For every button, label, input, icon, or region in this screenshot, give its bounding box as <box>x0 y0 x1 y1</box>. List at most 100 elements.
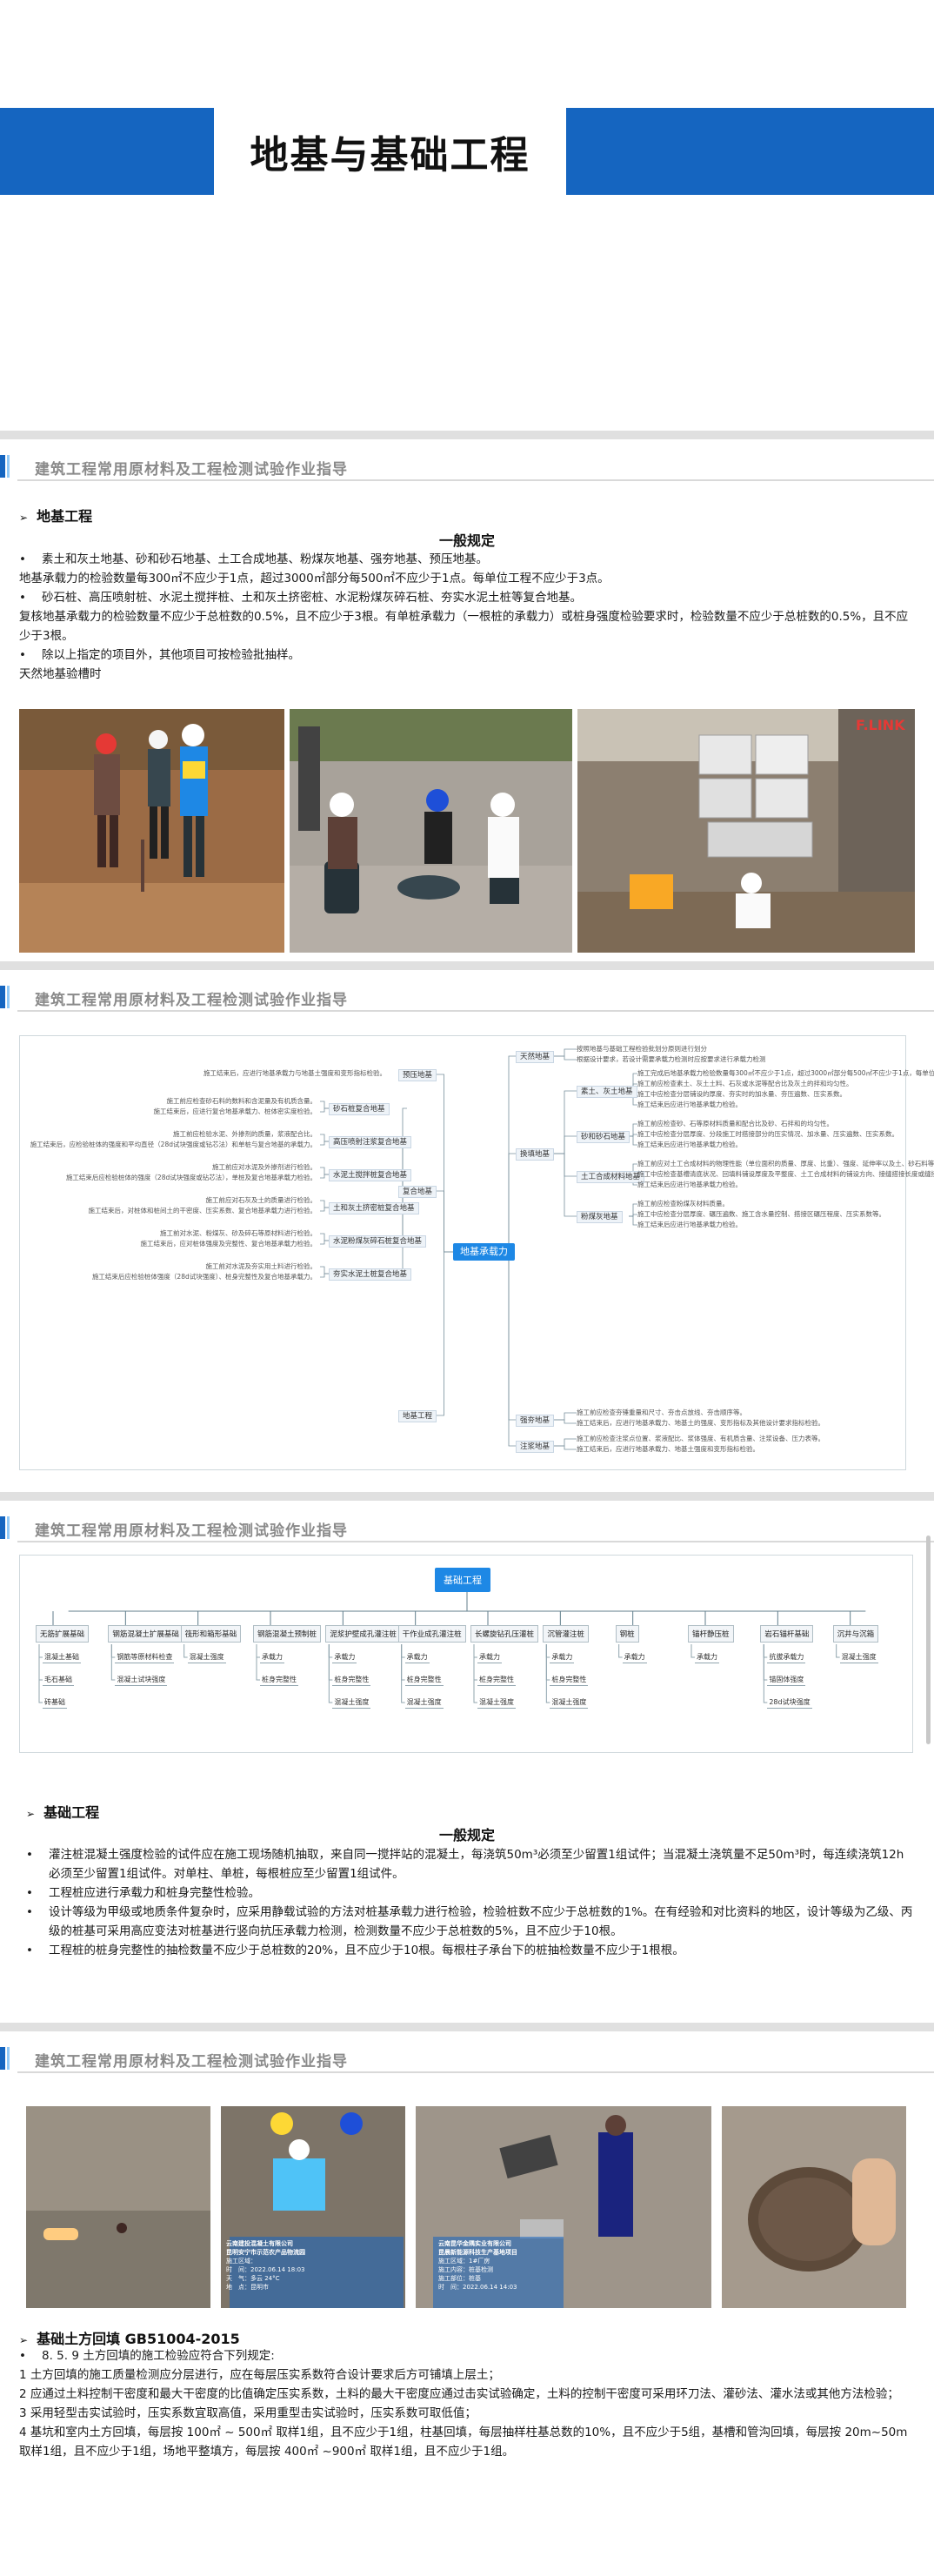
mindmap-branch: 天然地基 <box>516 1051 555 1063</box>
text-line-content: 3 采用轻型击实试验时，压实系数宜取高值，采用重型击实试验时，压实系数可取低值； <box>19 2406 477 2420</box>
mindmap-leaf: 按照地基与基础工程检验批划分原则进行划分 <box>577 1045 707 1053</box>
connector-line <box>552 1412 577 1421</box>
mindmap-group: 砂石桩复合地基 <box>329 1103 390 1115</box>
core-sample-photo <box>722 2106 906 2308</box>
mindmap-leaf: 施工前应检查粉煤灰材料质量。 <box>637 1200 729 1208</box>
text-line: 4 基坑和室内土方回填，每层按 100㎡ ~ 500㎡ 取样1组，且不应少于1组… <box>19 2423 915 2461</box>
tree-branch: 岩石锚杆基础 <box>760 1625 814 1643</box>
soil-sample-photo <box>26 2106 210 2308</box>
text-line-content: 工程桩应进行承载力和桩身完整性检验。 <box>49 1886 260 1900</box>
mindmap-group: 水泥粉煤灰碎石桩复合地基 <box>329 1235 427 1248</box>
text-line: 地基承载力的检验数量每300㎡不应少于1点，超过3000㎡部分每500㎡不应少于… <box>19 569 915 588</box>
subtitle: 一般规定 <box>438 1827 495 1843</box>
tree-leaf-line <box>183 1644 188 1658</box>
tree-leaf: 桩身完整性 <box>332 1674 371 1686</box>
mindmap-leaf: 施工中应检查分层厚度、碾压遍数、施工含水量控制、搭接区碾压程度、压实系数等。 <box>637 1210 885 1218</box>
mindmap-group: 夯实水泥土桩复合地基 <box>329 1268 412 1281</box>
text-line-content: 设计等级为甲级或地质条件复杂时，应采用静载试验的方法对桩基承载力进行检验，检验桩… <box>49 1905 913 1938</box>
arrow-right-icon: ➢ <box>26 1808 36 1820</box>
photo-caption: 云南昆华金隅实业有限公司 昆晨新能源科技生产基地项目 施工区域：1#厂房 施工内… <box>433 2237 564 2308</box>
mindmap-leaf: 施工前应对水泥及外掺剂进行检验。 <box>212 1163 317 1171</box>
text-line: •设计等级为甲级或地质条件复杂时，应采用静载试验的方法对桩基承载力进行检验，检验… <box>26 1903 913 1941</box>
tree-leaf: 桩身完整性 <box>404 1674 444 1686</box>
connector-line <box>320 1273 329 1278</box>
scrollbar[interactable] <box>926 1536 931 1744</box>
tree-leaf-line <box>618 1644 623 1658</box>
text-line: •除以上指定的项目外，其他项目可按检验批抽样。 <box>19 646 915 665</box>
text-line: •工程桩应进行承载力和桩身完整性检验。 <box>26 1883 913 1903</box>
mindmap-leaf: 施工前应检查注浆点位置、浆液配比、浆体强度、有机质含量、注浆设备、压力表等。 <box>577 1435 824 1442</box>
slide-backfill: 建筑工程常用原材料及工程检测试验作业指导 云南建投混凝土有限公司 昆明安宁市示范… <box>0 2031 934 2576</box>
header-text: 建筑工程常用原材料及工程检测试验作业指导 <box>35 461 348 478</box>
tree-leaf: 28d试块强度 <box>767 1696 812 1709</box>
mindmap-branch: 注浆地基 <box>516 1441 555 1453</box>
mindmap-leaf: 施工完成后地基承载力检验数量每300㎡不应少于1点，超过3000㎡部分每500㎡… <box>637 1069 934 1077</box>
mindmap-branch: 地基工程 <box>398 1410 437 1422</box>
tree-leaf: 承载力 <box>622 1651 647 1663</box>
mindmap-leaf: 施工结束后应检验桩体的强度（28d试块强度或钻芯法），单桩及复合地基承载力检验。 <box>65 1174 317 1181</box>
tree-leaf: 承载力 <box>260 1651 284 1663</box>
connector-line <box>552 1445 577 1450</box>
tree-leaf: 混凝土强度 <box>404 1696 444 1709</box>
mindmap-leaf: 施工前对水泥及夯实用土料进行检验。 <box>205 1262 317 1270</box>
tree-leaf-line <box>401 1644 405 1703</box>
connector-line <box>435 1251 453 1416</box>
slide-header: 建筑工程常用原材料及工程检测试验作业指导 <box>0 452 934 481</box>
connector-line <box>320 1134 329 1142</box>
ground-test-photo <box>290 709 572 953</box>
slide-header: 建筑工程常用原材料及工程检测试验作业指导 <box>0 2044 934 2073</box>
tree-leaf: 承载力 <box>550 1651 575 1663</box>
text-line: •8. 5. 9 土方回填的施工检验应符合下列规定: <box>19 2346 915 2365</box>
tree-leaf-line <box>328 1644 333 1703</box>
slide-header: 建筑工程常用原材料及工程检测试验作业指导 <box>0 1513 934 1542</box>
tree-branch: 沉管灌注桩 <box>543 1625 589 1643</box>
tree-leaf: 砖基础 <box>43 1696 67 1709</box>
bullet-icon: • <box>26 1848 33 1862</box>
tree-leaf: 混凝土基础 <box>43 1651 81 1663</box>
text-line-content: 复核地基承载力的检验数量不应少于总桩数的0.5%，且不应少于3根。有单桩承载力（… <box>19 610 909 643</box>
tree-leaf-line <box>763 1644 768 1703</box>
mindmap-leaf: 施工前应检查素土、灰土土料、石灰或水泥等配合比及灰土的拌和均匀性。 <box>637 1080 853 1087</box>
caption-row: 天 气：多云 24°C <box>226 2275 280 2282</box>
bullet-icon: • <box>19 591 26 605</box>
section-title: ➢基础土方回填 GB51004-2015 <box>19 2327 240 2348</box>
mindmap-leaf: 施工结束后应进行地基承载力检验。 <box>637 1101 742 1108</box>
mindmap-leaf: 施工结束后，应进行地基承载力、地基土强度和变形指标检验。 <box>577 1445 759 1453</box>
caption-company: 云南建投混凝土有限公司 <box>226 2240 293 2247</box>
mindmap-leaf: 施工前应检查夯锤重量和尺寸、夯击点放线、夯击顺序等。 <box>577 1408 746 1416</box>
tree-leaf-line <box>473 1644 477 1703</box>
tree-leaf: 混凝土强度 <box>839 1651 878 1663</box>
bullet-icon: • <box>19 552 26 566</box>
mindmap-leaf: 施工结束后，应进行地基承载力、地基土的强度、变形指标及其他设计要求指标检验。 <box>577 1419 824 1427</box>
caption-row: 时 间：2022.06.14 14:03 <box>438 2284 517 2291</box>
connector-line <box>320 1200 329 1208</box>
tree-leaf: 承载力 <box>332 1651 357 1663</box>
caption-project: 昆明安宁市示范农产品物流园 <box>226 2249 305 2256</box>
caption-row: 地 点：昆明市 <box>226 2284 269 2291</box>
mindmap-leaf: 施工结束后应进行地基承载力检验。 <box>637 1181 742 1188</box>
mindmap-group: 土和灰土挤密桩复合地基 <box>329 1202 419 1214</box>
tree-leaf: 桩身完整性 <box>477 1674 516 1686</box>
tree-leaf: 混凝土强度 <box>187 1651 226 1663</box>
connector-line <box>502 1153 516 1253</box>
connector-line <box>502 1251 516 1447</box>
bullet-icon: • <box>19 648 26 662</box>
tree-branch: 钢筋混凝土扩展基础 <box>108 1625 183 1643</box>
mindmap-branch: 强夯地基 <box>516 1415 555 1427</box>
foundation-tree-diagram: 基础工程无筋扩展基础混凝土基础毛石基础砖基础钢筋混凝土扩展基础钢筋等原材料检查混… <box>19 1555 913 1753</box>
text-block: •素土和灰土地基、砂和砂石地基、土工合成地基、粉煤灰地基、强夯地基、预压地基。地… <box>19 550 915 684</box>
caption-row: 时 间：2022.06.14 18:03 <box>226 2266 305 2273</box>
connector-line <box>629 1215 637 1226</box>
bullet-icon: • <box>26 1944 33 1957</box>
connector-line <box>552 1055 577 1061</box>
load-test-photo: F.LINK <box>577 709 915 953</box>
mindmap-leaf: 施工前对水泥、粉煤灰、砂及碎石等原材料进行检验。 <box>160 1229 317 1237</box>
section-title: ➢基础工程 <box>26 1801 99 1822</box>
mindmap-branch: 预压地基 <box>398 1069 437 1081</box>
tree-leaf: 毛石基础 <box>43 1674 74 1686</box>
section-title-text: 基础土方回填 GB51004-2015 <box>37 2331 240 2347</box>
tree-branch: 干作业成孔灌注桩 <box>397 1625 466 1643</box>
subtitle: 一般规定 <box>438 532 495 549</box>
density-test-photo: 云南建投混凝土有限公司 昆明安宁市示范农产品物流园 施工区域： 时 间：2022… <box>221 2106 405 2308</box>
caption-company: 云南昆华金隅实业有限公司 <box>438 2240 511 2247</box>
